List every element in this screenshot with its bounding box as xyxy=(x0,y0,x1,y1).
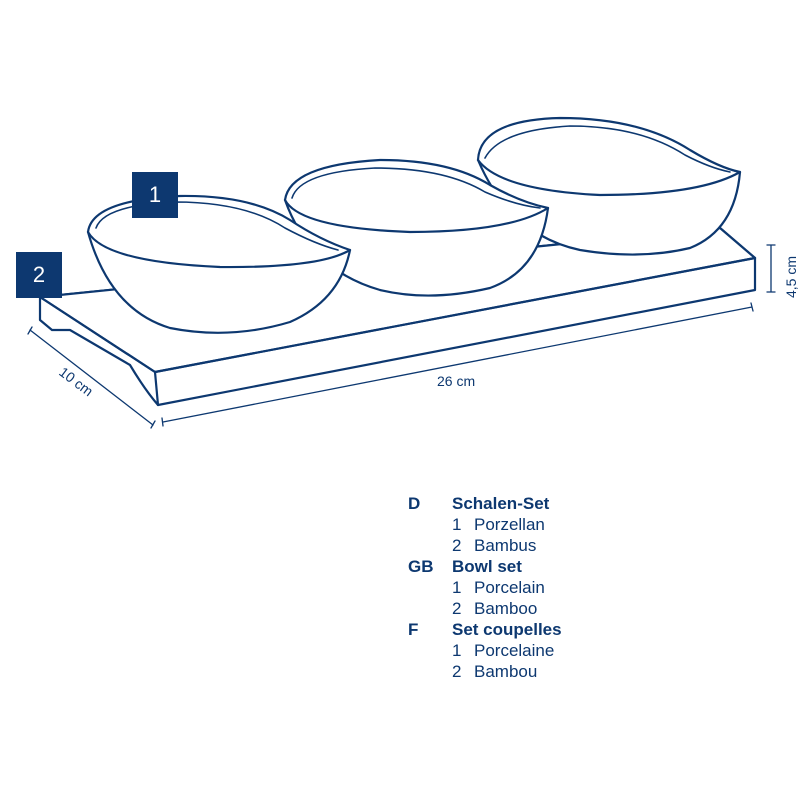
set-title: Schalen-Set xyxy=(452,494,550,513)
length-dimension-label: 26 cm xyxy=(437,373,475,389)
callout-porcelain-badge: 1 xyxy=(132,172,178,218)
item-number: 1 xyxy=(452,578,462,597)
depth-dimension-label: 10 cm xyxy=(56,364,96,400)
bowl-2 xyxy=(283,158,550,297)
set-title: Set coupelles xyxy=(452,620,562,639)
dimension-lines xyxy=(27,244,776,429)
legend-item: 2 Bambus xyxy=(408,535,562,556)
item-label: Bamboo xyxy=(474,599,538,618)
item-number: 1 xyxy=(452,641,462,660)
legend-heading-gb: GB Bowl set xyxy=(408,556,562,577)
item-number: 2 xyxy=(452,536,462,555)
language-code: GB xyxy=(408,557,434,576)
item-label: Porzellan xyxy=(474,515,545,534)
item-label: Bambou xyxy=(474,662,538,681)
bowl-1 xyxy=(86,194,352,334)
language-code: D xyxy=(408,494,421,513)
item-label: Bambus xyxy=(474,536,537,555)
language-code: F xyxy=(408,620,419,639)
item-number: 2 xyxy=(452,662,462,681)
product-drawing: 10 cm 26 cm 4,5 cm xyxy=(27,116,799,429)
item-label: Porcelaine xyxy=(474,641,555,660)
item-number: 1 xyxy=(452,515,462,534)
legend-heading-f: F Set coupelles xyxy=(408,619,562,640)
item-number: 2 xyxy=(452,599,462,618)
legend-item: 1 Porzellan xyxy=(408,514,562,535)
legend-item: 2 Bambou xyxy=(408,661,562,682)
legend-heading-de: D Schalen-Set xyxy=(408,493,562,514)
legend-item: 2 Bamboo xyxy=(408,598,562,619)
set-title: Bowl set xyxy=(452,557,522,576)
height-dimension-label: 4,5 cm xyxy=(783,256,799,298)
bamboo-tray xyxy=(38,226,757,407)
material-legend: D Schalen-Set 1 Porzellan 2 Bambus GB Bowl s… xyxy=(408,493,562,682)
item-label: Porcelain xyxy=(474,578,545,597)
legend-item: 1 Porcelaine xyxy=(408,640,562,661)
legend-item: 1 Porcelain xyxy=(408,577,562,598)
callout-bamboo-badge: 2 xyxy=(16,252,62,298)
